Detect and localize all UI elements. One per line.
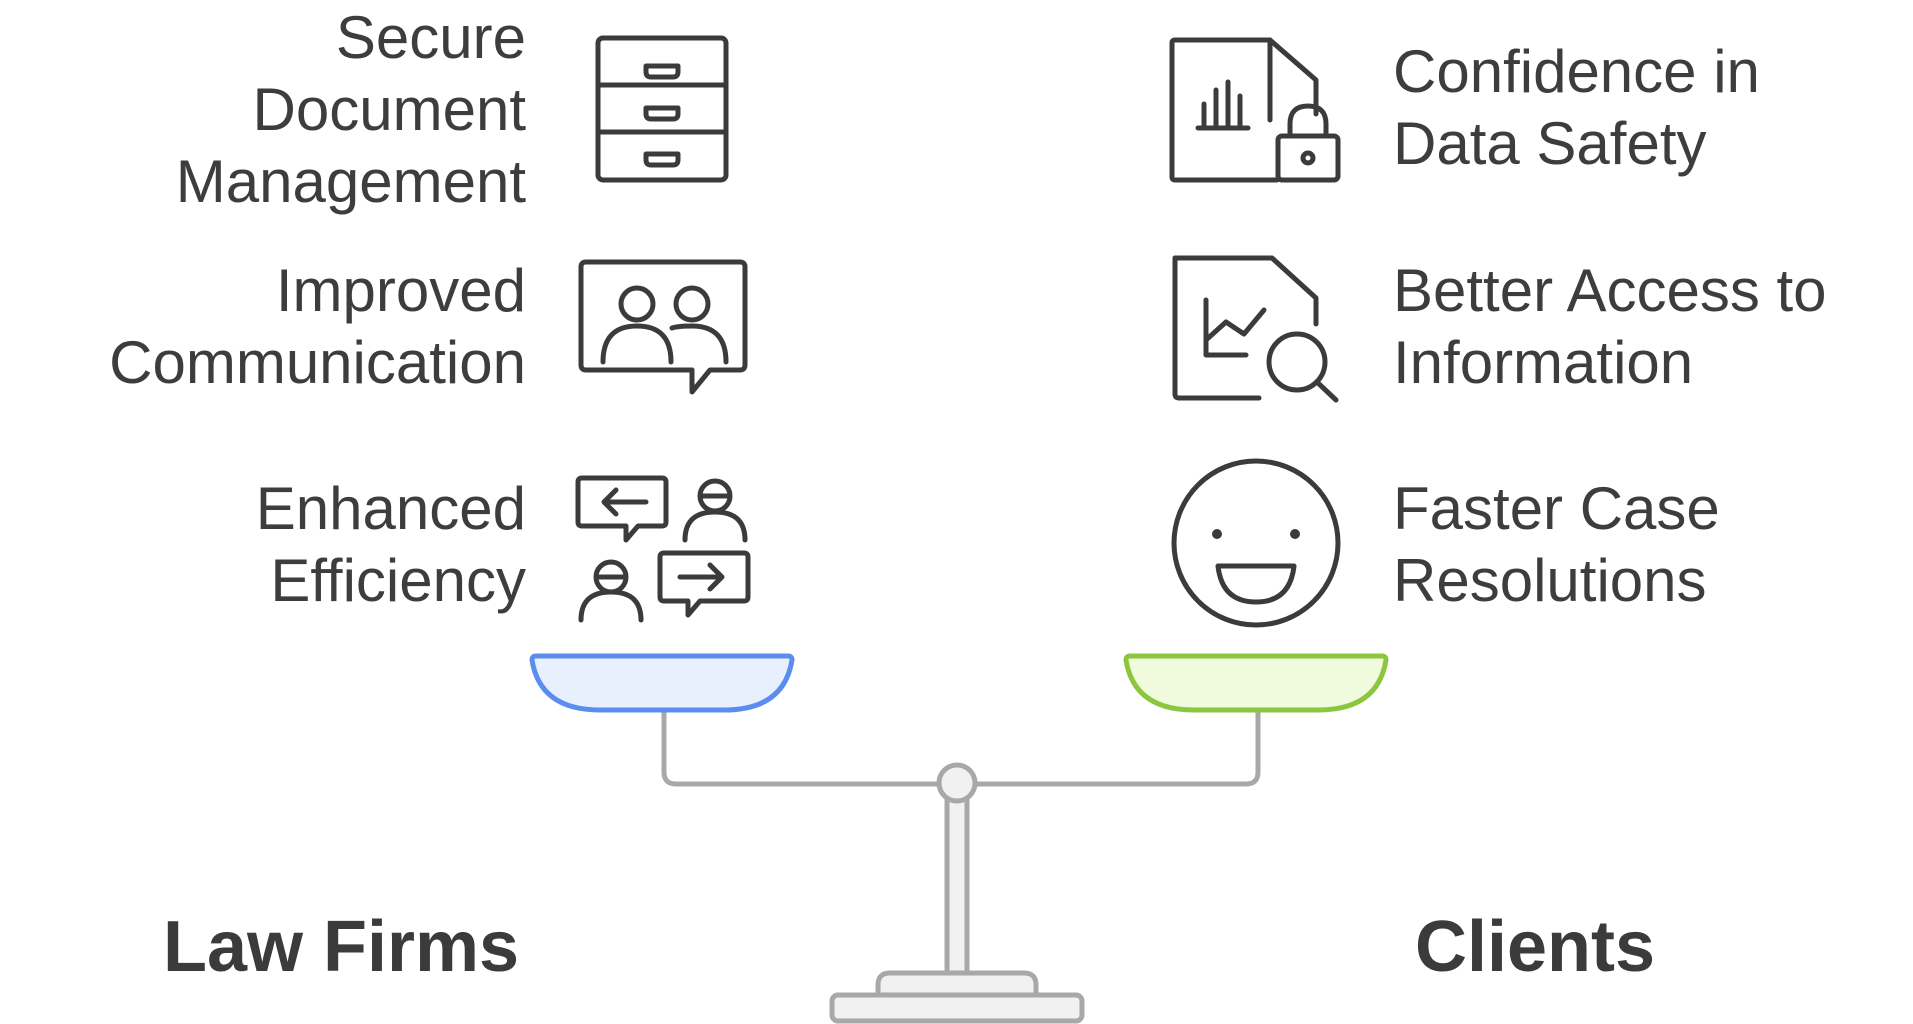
- scale-pivot: [936, 762, 978, 804]
- file-cabinet-icon: [595, 35, 729, 183]
- people-chat-icon: [578, 259, 748, 395]
- law-firms-title: Law Firms: [163, 907, 520, 987]
- right-item-line: Resolutions: [1393, 547, 1707, 614]
- right-item-line: Confidence in: [1393, 38, 1760, 105]
- balance-scale: [529, 653, 1389, 1024]
- left-item-line: Management: [175, 148, 526, 215]
- left-item-line: Document: [252, 76, 526, 143]
- scale-post: [944, 783, 970, 979]
- left-item-line: Improved: [275, 257, 526, 324]
- left-item-improved-communication: Improved Communication: [109, 255, 526, 399]
- left-item-line: Secure: [335, 4, 526, 71]
- document-search-icon: [1172, 255, 1339, 403]
- clients-title: Clients: [1415, 907, 1656, 987]
- right-item-line: Information: [1393, 329, 1694, 396]
- smiley-face-icon: [1171, 458, 1341, 628]
- right-item-confidence-in-data-safety: Confidence in Data Safety: [1393, 36, 1760, 180]
- scale-base-bottom: [829, 992, 1085, 1024]
- secure-data-document-icon: [1169, 37, 1341, 183]
- exchange-messages-icon: [575, 475, 751, 623]
- right-item-better-access-to-information: Better Access to Information: [1393, 255, 1827, 399]
- right-item-line: Faster Case: [1393, 475, 1720, 542]
- smiley-eyes: [1212, 529, 1300, 539]
- left-pan: [529, 653, 795, 713]
- right-pan: [1123, 653, 1389, 713]
- right-item-line: Better Access to: [1393, 257, 1827, 324]
- left-item-secure-document-management: Secure Document Management: [176, 2, 526, 218]
- scale-base-top: [875, 970, 1039, 998]
- right-item-line: Data Safety: [1393, 110, 1707, 177]
- left-item-enhanced-efficiency: Enhanced Efficiency: [256, 473, 526, 617]
- left-item-line: Efficiency: [270, 547, 526, 614]
- left-item-line: Communication: [109, 329, 526, 396]
- left-item-line: Enhanced: [255, 475, 526, 542]
- right-item-faster-case-resolutions: Faster Case Resolutions: [1393, 473, 1720, 617]
